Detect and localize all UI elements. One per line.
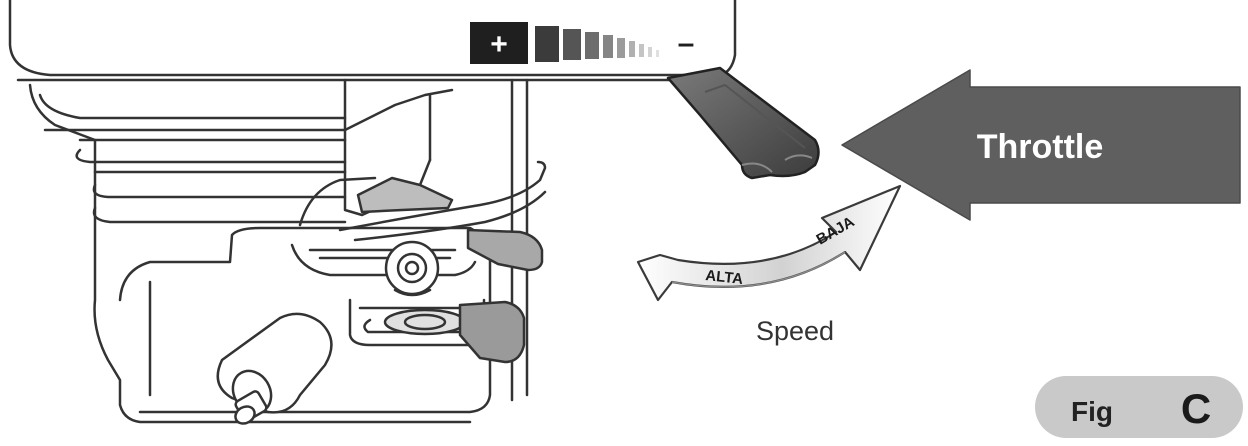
throttle-arrow-shape xyxy=(841,69,1241,221)
speed-label: Speed xyxy=(756,316,834,346)
engine-housing xyxy=(8,0,737,425)
plus-box xyxy=(470,22,528,64)
throttle-arrow: Throttle xyxy=(841,69,1241,221)
speed-arc-arrow: ALTA BAJA xyxy=(636,184,902,302)
speed-scale: + – xyxy=(470,22,694,64)
throttle-label: Throttle xyxy=(977,128,1104,166)
figure-letter: C xyxy=(1181,385,1211,432)
arc-label-alta: ALTA xyxy=(705,267,745,288)
engine-top-cover xyxy=(8,0,737,77)
minus-sign: – xyxy=(678,27,695,60)
throttle-lever xyxy=(666,66,820,180)
figure-badge: Fig C xyxy=(1035,376,1243,438)
plus-sign: + xyxy=(490,28,508,61)
figure-prefix: Fig xyxy=(1071,396,1113,427)
linkage-tabs xyxy=(356,176,544,364)
engine-body-outline xyxy=(28,83,472,424)
